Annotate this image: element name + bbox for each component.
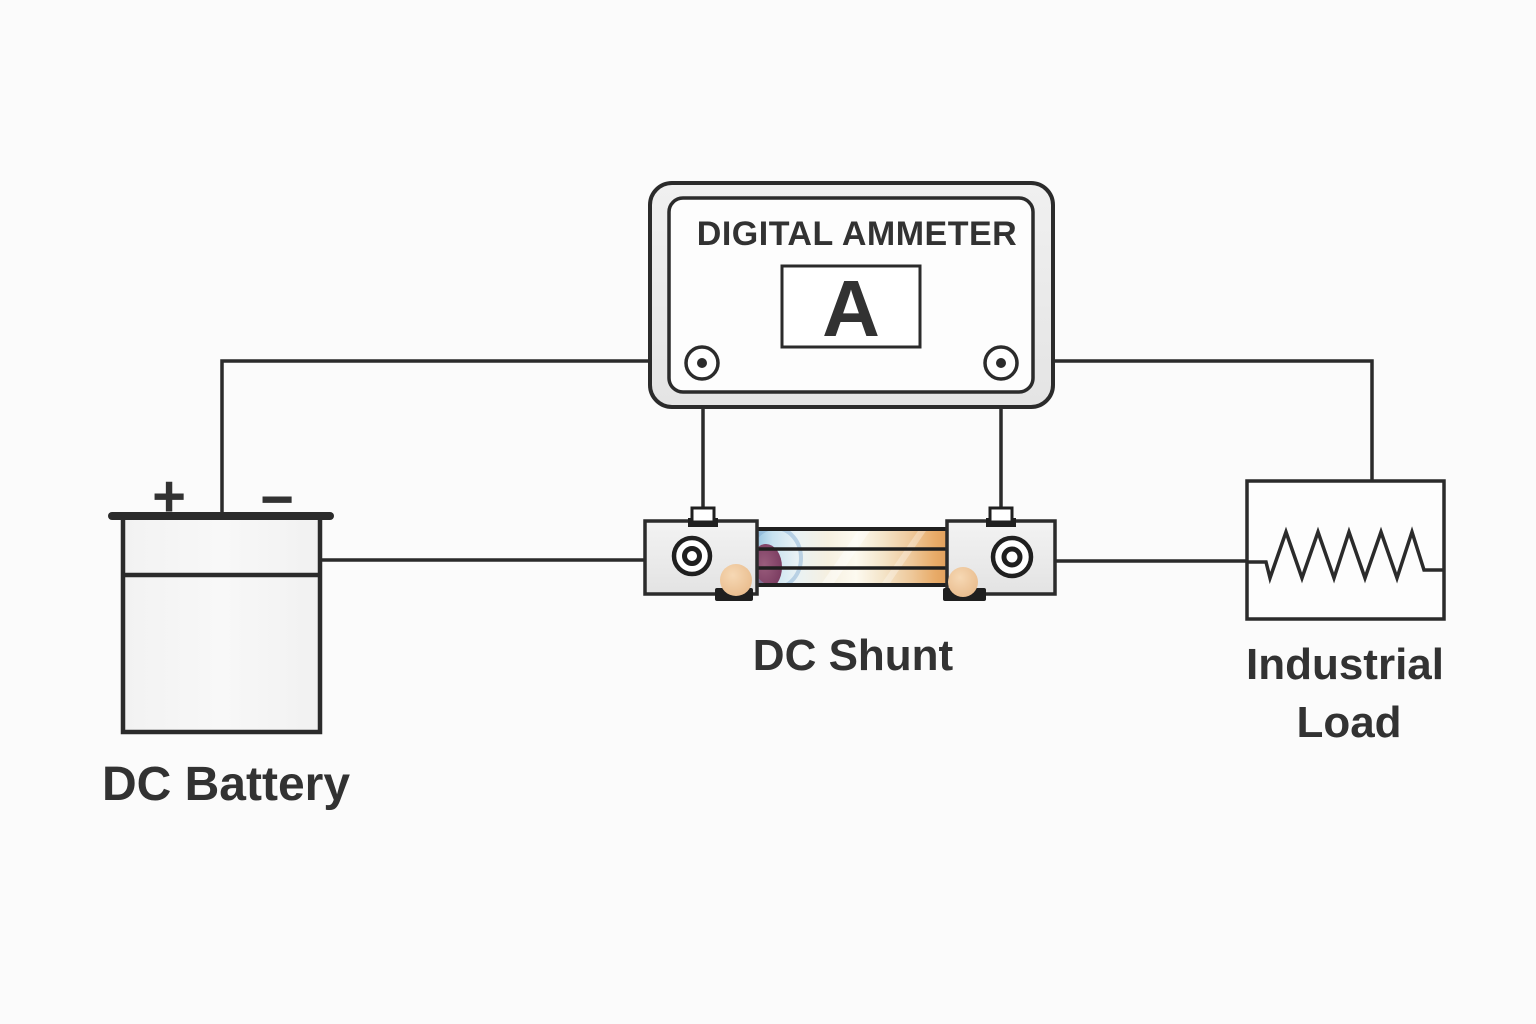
ammeter-display (780, 264, 922, 349)
digital-ammeter: DIGITAL AMMETER A (648, 181, 1055, 409)
shunt-element-streak (820, 528, 872, 586)
battery-body (120, 513, 323, 735)
shunt-element-purple-spot (753, 544, 782, 586)
dc-shunt: DC Shunt (643, 506, 1057, 680)
circuit-wires (220, 359, 1374, 563)
dc-battery: + − DC Battery (102, 464, 350, 811)
shunt-element (753, 527, 951, 587)
load-label-line2: Load (1296, 698, 1401, 747)
shunt-element-streak-2 (880, 528, 928, 586)
shunt-copper-right (948, 567, 978, 597)
battery-label: DC Battery (102, 758, 350, 811)
ammeter-title: DIGITAL AMMETER (697, 215, 1017, 253)
load-label-line1: Industrial (1246, 640, 1444, 689)
battery-plus-sign: + (152, 464, 186, 529)
shunt-copper-left (720, 564, 752, 596)
shunt-element-bars (753, 527, 951, 587)
shunt-terminal-left-icon (671, 535, 713, 577)
shunt-element-strip (753, 528, 951, 586)
industrial-load: Industrial Load (1245, 479, 1446, 747)
resistor-zigzag-icon (1247, 526, 1444, 585)
shunt-element-blue-ring (753, 528, 803, 586)
ammeter-terminal-right-dot-icon (996, 358, 1006, 368)
ammeter-display-letter: A (822, 264, 880, 353)
battery-minus-sign: − (260, 467, 294, 532)
wire-ammeter-to-load (1051, 359, 1374, 483)
ammeter-terminal-left-dot-icon (697, 358, 707, 368)
load-box (1245, 479, 1446, 621)
shunt-label: DC Shunt (753, 631, 954, 680)
wire-battery-to-ammeter (220, 359, 652, 516)
shunt-sense-tab-right (988, 506, 1014, 524)
shunt-terminal-right-icon (990, 535, 1034, 579)
shunt-sense-tab-left (690, 506, 716, 524)
